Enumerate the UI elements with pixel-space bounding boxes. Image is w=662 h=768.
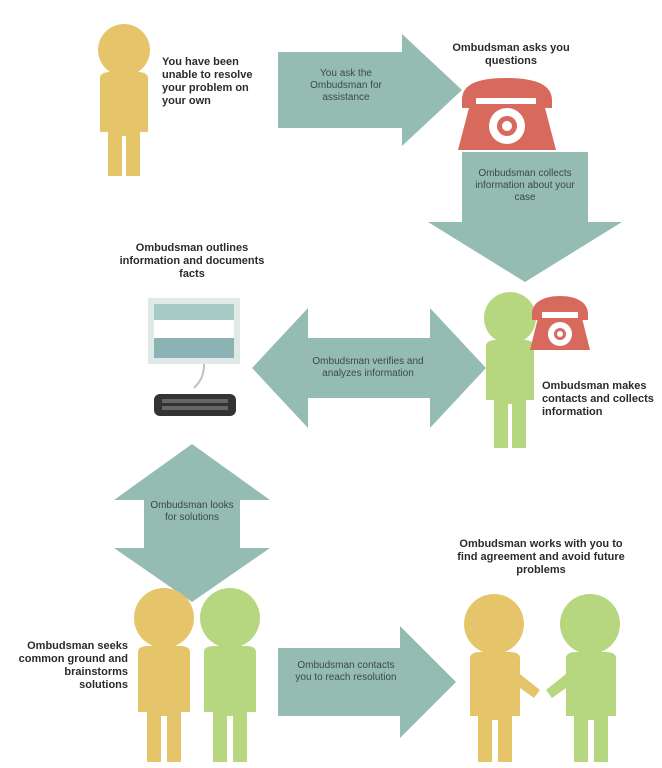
arrow-resolution-right <box>278 626 456 738</box>
arrow-ask-right <box>278 34 462 146</box>
arrow-verifies-text: Ombudsman verifies and analyzes informat… <box>312 356 424 379</box>
arrow-collects-text: Ombudsman collects information about you… <box>475 168 575 203</box>
arrow-collects-down <box>428 152 622 282</box>
label-common-ground: Ombudsman seeks common ground and brains… <box>18 640 128 691</box>
handshake-icon <box>464 594 620 762</box>
arrow-resolution-text: Ombudsman contacts you to reach resoluti… <box>295 660 397 683</box>
phone-icon <box>530 296 590 350</box>
person-icon <box>98 24 150 176</box>
arrow-verifies-double <box>252 308 486 428</box>
label-outlines: Ombudsman outlines information and docum… <box>119 242 265 280</box>
computer-icon <box>148 298 240 416</box>
arrow-solutions-text: Ombudsman looks for solutions <box>150 500 234 523</box>
arrow-solutions-vertical <box>114 444 270 602</box>
person-icon <box>484 292 536 448</box>
arrow-ask-text: You ask the Ombudsman for assistance <box>310 68 382 103</box>
phone-icon <box>458 78 556 150</box>
label-unresolved: You have been unable to resolve your pro… <box>162 56 253 107</box>
label-works-with-you: Ombudsman works with you to find agreeme… <box>457 538 625 576</box>
label-asks-questions: Ombudsman asks you questions <box>452 42 570 67</box>
person-icon <box>134 588 194 762</box>
label-contacts: Ombudsman makes contacts and collects in… <box>542 380 654 418</box>
person-icon <box>200 588 260 762</box>
